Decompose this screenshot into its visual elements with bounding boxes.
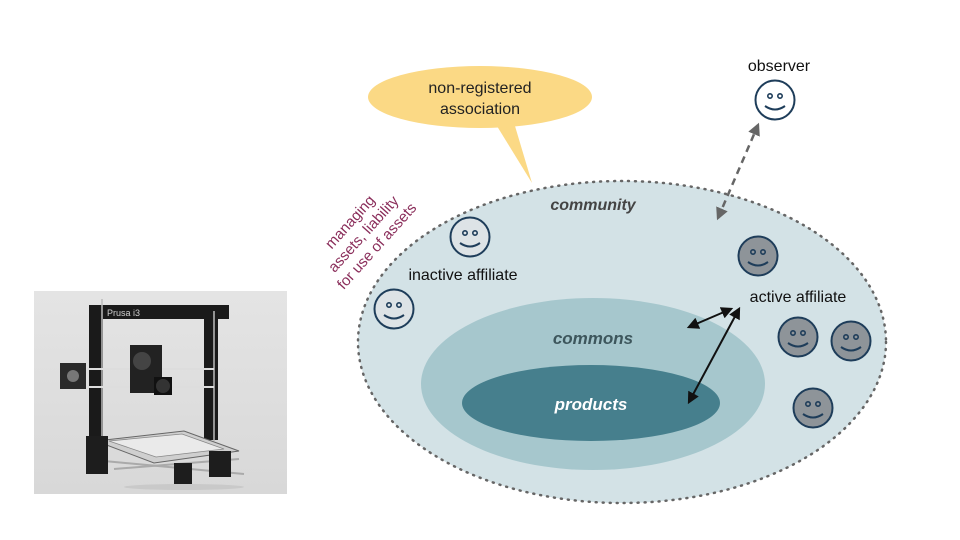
bubble-line-1: non-registered xyxy=(428,80,531,97)
products-ellipse xyxy=(462,365,720,441)
active-affiliate-face-icon xyxy=(777,316,819,358)
frame-top xyxy=(89,305,229,319)
speech-bubble-tail xyxy=(492,116,532,183)
active-affiliate-face-icon xyxy=(830,320,872,362)
inactive-affiliate-face-icon xyxy=(373,288,415,330)
frame-brand-text: Prusa i3 xyxy=(107,308,140,318)
community-label: community xyxy=(550,197,636,214)
products-arrow xyxy=(687,306,741,405)
observer-arrow xyxy=(716,122,760,221)
bubble-line-2: association xyxy=(440,101,520,118)
inactive-affiliate-label: inactive affiliate xyxy=(408,267,517,284)
frame-left xyxy=(89,305,103,440)
active-affiliate-face-icon xyxy=(792,387,834,429)
active-affiliate-face-icon xyxy=(737,235,779,277)
printer-photo: Prusa i3 xyxy=(34,291,287,494)
active-affiliate-label: active affiliate xyxy=(750,289,847,306)
observer-face-icon xyxy=(754,79,796,121)
speech-bubble xyxy=(368,66,592,128)
commons-label: commons xyxy=(553,329,633,348)
inactive-affiliate-face-icon xyxy=(449,216,491,258)
observer-label: observer xyxy=(748,58,811,75)
printer-illustration: Prusa i3 xyxy=(60,299,245,490)
products-label: products xyxy=(554,395,628,414)
